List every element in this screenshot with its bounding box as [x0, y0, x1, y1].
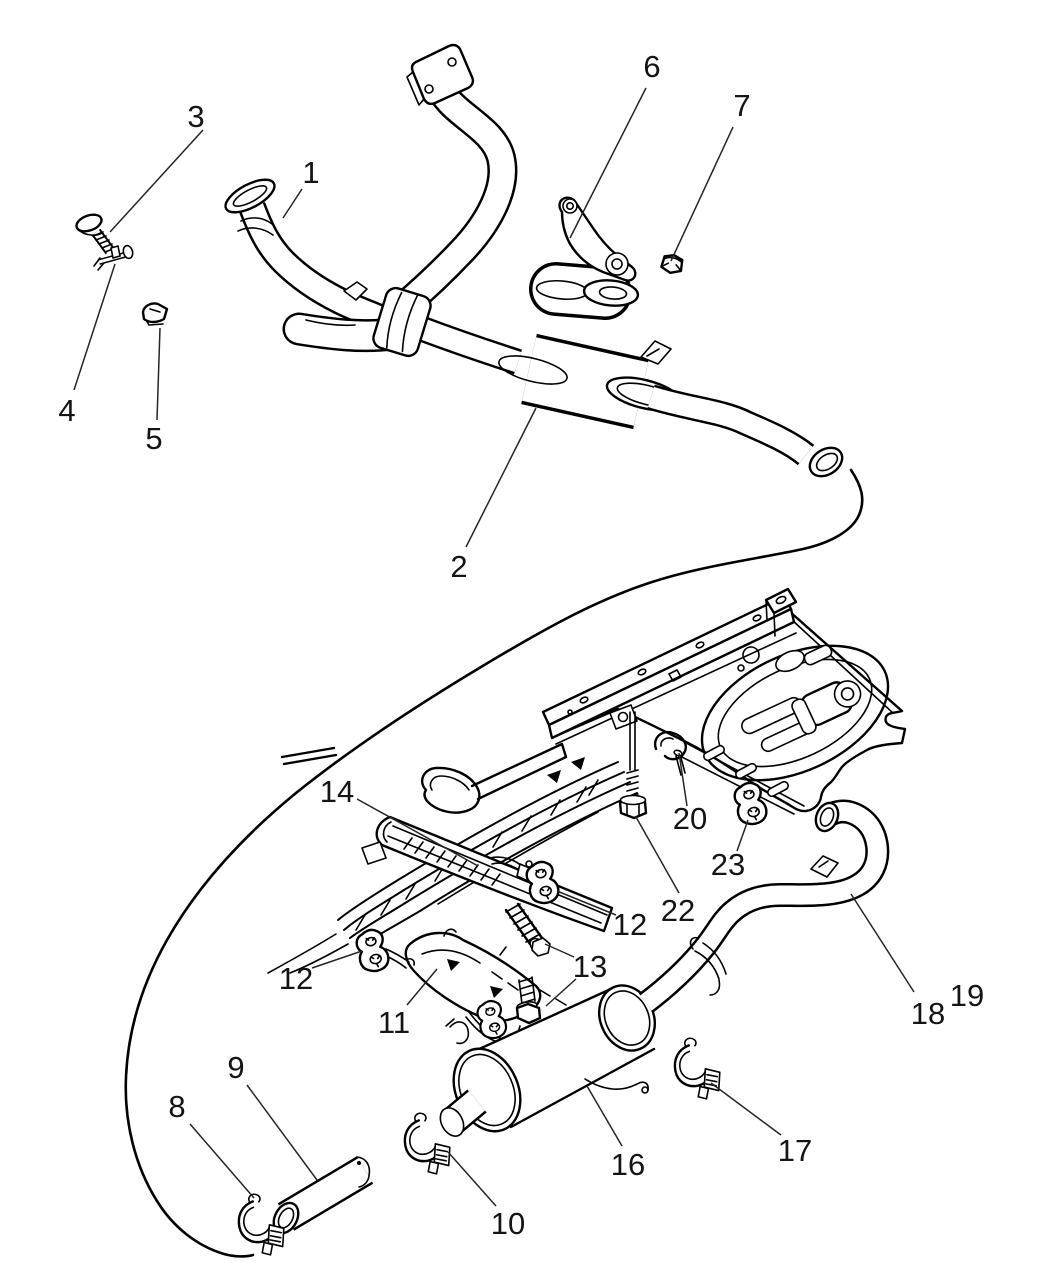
merge-collar [343, 281, 432, 358]
callout-label-16: 16 [611, 1147, 645, 1182]
callout-label-10: 10 [491, 1206, 525, 1241]
wedge-clip-5 [141, 302, 169, 326]
muffler [439, 984, 656, 1137]
callout-label-11: 11 [378, 1005, 410, 1040]
callout-2: 2 [450, 407, 537, 584]
callout-label-8: 8 [168, 1089, 185, 1124]
bolt-13-lower [515, 976, 542, 1025]
callout-5: 5 [145, 327, 163, 456]
callout-12b: 12 [556, 890, 647, 942]
insulator-12-left [353, 926, 392, 975]
callout-label-18: 18 [911, 996, 945, 1031]
callout-label-4: 4 [58, 393, 75, 428]
ypipe-converter-assembly [75, 43, 844, 478]
callout-9: 9 [227, 1050, 318, 1181]
upper-flange [406, 43, 475, 106]
callout-label-2: 2 [450, 549, 467, 584]
callout-label-12: 12 [613, 907, 647, 942]
callout-17: 17 [710, 1082, 812, 1168]
clip-20 [653, 730, 687, 776]
callout-label-17: 17 [778, 1133, 812, 1168]
hanger-pin-4 [93, 244, 134, 271]
callout-label-22: 22 [661, 893, 695, 928]
callout-11: 11 [378, 968, 438, 1040]
underbody-view [234, 587, 907, 1260]
screw-13-upper [504, 902, 551, 957]
callout-label-12: 12 [279, 961, 313, 996]
callout-label-20: 20 [673, 801, 707, 836]
callout-10: 10 [447, 1151, 525, 1241]
callout-label-14: 14 [320, 774, 354, 809]
callout-23: 23 [711, 819, 749, 882]
callout-16: 16 [586, 1085, 645, 1182]
clamp-17 [670, 1034, 724, 1104]
callout-8: 8 [168, 1089, 255, 1199]
callout-label-19: 19 [950, 978, 984, 1013]
rear-crossmember [541, 587, 798, 745]
callout-12a: 12 [279, 950, 363, 996]
callout-3: 3 [109, 99, 205, 233]
bolt-22 [609, 704, 648, 820]
outlet-pipe [647, 384, 844, 478]
support-bracket-6 [529, 196, 640, 320]
callout-20: 20 [673, 752, 707, 836]
callout-4: 4 [58, 263, 116, 428]
callout-label-1: 1 [302, 155, 319, 190]
frame-stub [280, 746, 338, 766]
callout-label-23: 23 [711, 847, 745, 882]
callout-label-3: 3 [187, 99, 204, 134]
callout-13: 13 [544, 943, 607, 1007]
callout-label-7: 7 [733, 88, 750, 123]
left-inlet-pipe [224, 178, 388, 332]
callout-label-9: 9 [227, 1050, 244, 1085]
separator-curve [124, 468, 864, 1258]
callout-19: 19 [950, 978, 984, 1013]
spare-tire-well-recess [741, 680, 862, 753]
heat-shield-long [361, 815, 614, 933]
callout-label-6: 6 [643, 49, 660, 84]
extension-pipe [272, 1156, 374, 1235]
bolt-3 [75, 213, 115, 255]
callout-22: 22 [635, 816, 695, 928]
callout-1: 1 [282, 155, 320, 219]
tailpipe [638, 799, 890, 1013]
callout-6: 6 [569, 49, 661, 239]
leaf-spring [267, 757, 638, 974]
callout-14: 14 [320, 774, 479, 867]
nut-7 [660, 254, 684, 275]
frame-horn [421, 742, 568, 814]
callout-7: 7 [670, 88, 751, 262]
floor-pan [550, 609, 907, 815]
callout-18: 18 [850, 893, 945, 1031]
callout-label-13: 13 [573, 949, 607, 984]
callout-label-5: 5 [145, 421, 162, 456]
